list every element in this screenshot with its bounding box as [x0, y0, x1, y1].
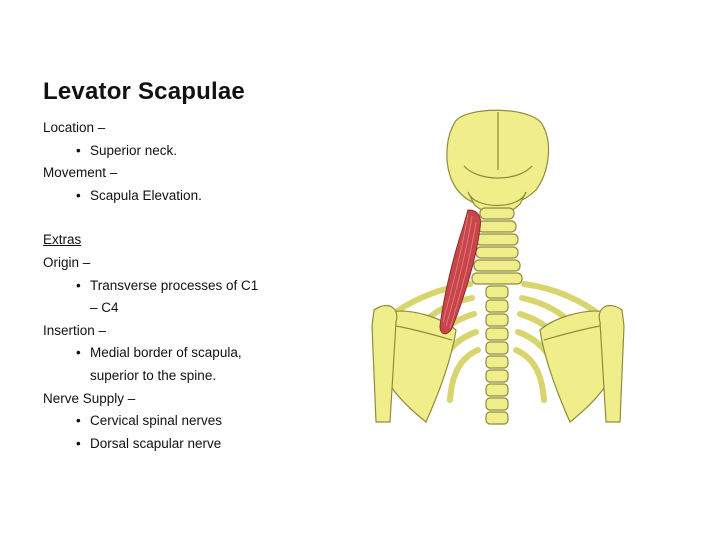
bullet-glyph: •	[76, 413, 81, 429]
origin-item-line2: – C4	[90, 300, 119, 316]
location-bullet: • Superior neck.	[43, 140, 283, 163]
slide-body: Location – • Superior neck. Movement – •…	[43, 117, 283, 455]
nerve-bullet: • Dorsal scapular nerve	[43, 433, 283, 456]
bullet-glyph: •	[76, 345, 81, 361]
bullet-glyph: •	[76, 142, 81, 158]
origin-bullet: • Transverse processes of C1	[43, 275, 283, 298]
nerve-item: Cervical spinal nerves	[90, 413, 223, 429]
thoracic-vertebrae	[485, 285, 509, 425]
extras-label: Extras	[43, 232, 82, 248]
movement-label: Movement –	[43, 165, 118, 181]
skull-suture	[463, 112, 533, 179]
insertion-bullet: • Medial border of scapula,	[43, 342, 283, 365]
movement-bullet: • Scapula Elevation.	[43, 185, 283, 208]
humerus-left	[371, 305, 398, 423]
slide-title: Levator Scapulae	[43, 78, 245, 105]
origin-item-line1: Transverse processes of C1	[90, 277, 259, 293]
location-item: Superior neck.	[90, 142, 178, 158]
levator-scapulae-fibers	[442, 213, 477, 329]
nerve-bullet: • Cervical spinal nerves	[43, 410, 283, 433]
scapula-right-spine	[543, 325, 601, 341]
movement-item: Scapula Elevation.	[90, 187, 202, 203]
location-label: Location –	[43, 120, 106, 135]
nerve-label: Nerve Supply –	[43, 390, 136, 406]
humerus-right	[598, 305, 625, 423]
insertion-item-line1: Medial border of scapula,	[90, 345, 242, 361]
bullet-glyph: •	[76, 277, 81, 293]
spacer	[43, 207, 283, 229]
scapula-left-spine	[395, 325, 453, 341]
insertion-item-line2: superior to the spine.	[90, 367, 217, 383]
bullet-glyph: •	[76, 435, 81, 451]
insertion-label: Insertion –	[43, 322, 107, 338]
skeleton-illustration	[371, 109, 625, 425]
nerve-item: Dorsal scapular nerve	[90, 435, 222, 451]
origin-label: Origin –	[43, 254, 91, 270]
bullet-glyph: •	[76, 187, 81, 203]
